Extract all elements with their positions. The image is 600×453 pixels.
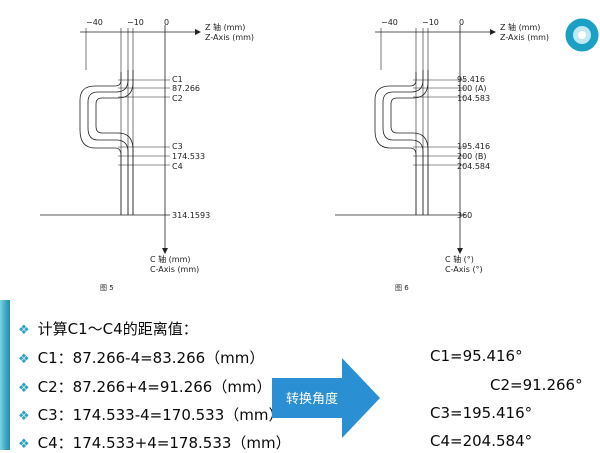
calc-line-2: ❖ C2：87.266+4=91.266（mm） xyxy=(18,376,272,397)
fig5-caption: 图 5 xyxy=(100,284,114,292)
result-c1: C1=95.416° xyxy=(430,347,523,365)
diamond-bullet-icon: ❖ xyxy=(18,381,30,396)
diamond-bullet-icon: ❖ xyxy=(18,352,30,367)
fig6-c-label-5: 200 (B) xyxy=(457,152,487,161)
result-c3: C3=195.416° xyxy=(430,404,533,422)
fig6-z-axis-en: Z-Axis (mm) xyxy=(500,33,549,42)
fig6-z-axis-cn: Z 轴 (mm) xyxy=(500,22,540,32)
fig5-c-label-2: 87.266 xyxy=(172,84,200,93)
fig5-z-axis-cn: Z 轴 (mm) xyxy=(205,22,245,32)
fig6-c-label-6: 204.584 xyxy=(457,162,490,171)
calc-line-4: ❖ C4：174.533+4=178.533（mm） xyxy=(18,432,291,453)
section-heading-row: ❖ 计算C1～C4的距离值： xyxy=(18,318,198,339)
fig5-c-label-3: C2 xyxy=(172,94,183,103)
calc-text-2: C2：87.266+4=91.266（mm） xyxy=(37,378,272,396)
diamond-bullet-icon: ❖ xyxy=(18,323,30,338)
fig5-z-tick-1: −40 xyxy=(86,18,103,27)
diamond-bullet-icon: ❖ xyxy=(18,437,30,452)
calc-line-3: ❖ C3：174.533-4=170.533（mm） xyxy=(18,404,283,425)
figure-6: −40 −10 0 Z 轴 (mm) Z-Axis (mm) 95.416 10… xyxy=(335,18,549,292)
fig5-z-tick-2: −10 xyxy=(127,18,144,27)
calc-text-1: C1：87.266-4=83.266（mm） xyxy=(37,349,265,367)
fig5-c-label-5: 174.533 xyxy=(172,152,205,161)
result-c2: C2=91.266° xyxy=(490,376,583,394)
fig6-c-axis-cn: C 轴 (°) xyxy=(445,254,474,264)
convert-arrow xyxy=(272,358,380,438)
fig6-caption: 图 6 xyxy=(395,284,409,292)
fig6-z-tick-2: −10 xyxy=(422,18,439,27)
fig5-c-label-7: 314.1593 xyxy=(172,211,210,220)
fig6-z-tick-1: −40 xyxy=(381,18,398,27)
arrow-label: 转换角度 xyxy=(286,392,339,407)
fig5-z-axis-en: Z-Axis (mm) xyxy=(205,33,254,42)
fig5-c-axis-cn: C 轴 (mm) xyxy=(150,254,191,264)
fig6-c-label-1: 95.416 xyxy=(457,75,485,84)
figure-5: −40 −10 0 Z 轴 (mm) Z-Axis (mm) C1 xyxy=(40,18,254,292)
fig5-z-tick-3: 0 xyxy=(164,18,169,27)
result-c4: C4=204.584° xyxy=(430,432,533,450)
fig6-c-axis-en: C-Axis (°) xyxy=(445,265,483,274)
fig5-c-label-4: C3 xyxy=(172,142,183,151)
fig5-c-label-1: C1 xyxy=(172,75,183,84)
fig6-z-tick-3: 0 xyxy=(459,18,464,27)
calc-text-4: C4：174.533+4=178.533（mm） xyxy=(37,434,291,452)
diamond-bullet-icon: ❖ xyxy=(18,409,30,424)
section-heading: 计算C1～C4的距离值： xyxy=(37,320,198,338)
fig5-c-label-6: C4 xyxy=(172,162,183,171)
calc-text-3: C3：174.533-4=170.533（mm） xyxy=(37,406,284,424)
figures-panel: −40 −10 0 Z 轴 (mm) Z-Axis (mm) C1 xyxy=(40,0,600,292)
fig6-c-label-3: 104.583 xyxy=(457,94,490,103)
calc-line-1: ❖ C1：87.266-4=83.266（mm） xyxy=(18,347,264,368)
fig6-c-label-7: 360 xyxy=(457,211,472,220)
decor-badge xyxy=(560,0,600,75)
fig5-c-axis-en: C-Axis (mm) xyxy=(150,265,199,274)
fig6-c-label-2: 100 (A) xyxy=(457,84,487,93)
fig6-c-label-4: 195.416 xyxy=(457,142,490,151)
